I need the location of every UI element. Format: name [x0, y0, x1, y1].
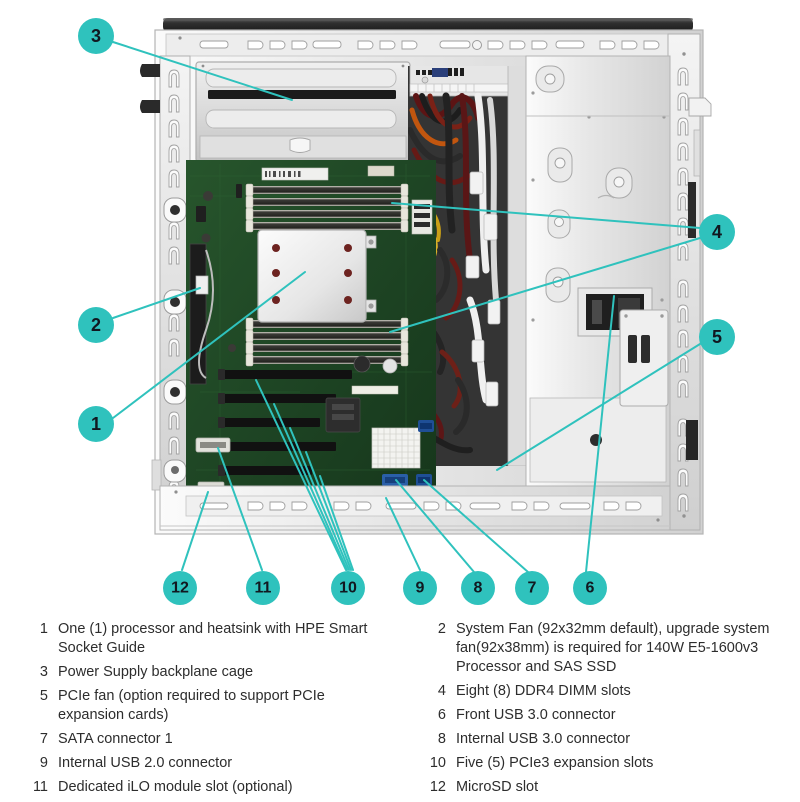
server-interior-figure: 3 2 1 4 5 [78, 18, 735, 605]
legend-item-5: 5 PCIe fan (option required to support P… [14, 687, 384, 725]
leader-9 [385, 497, 421, 571]
legend-item-9: 9 Internal USB 2.0 connector [14, 754, 384, 773]
callout-7[interactable]: 7 [515, 571, 549, 605]
callout-5[interactable]: 5 [699, 319, 735, 355]
callout-11-label: 11 [255, 580, 272, 597]
legend-number: 3 [39, 664, 48, 680]
callout-6-label: 6 [586, 580, 595, 597]
callout-3-label: 3 [91, 26, 101, 46]
legend-number: 6 [437, 707, 446, 723]
leader-11 [217, 447, 263, 571]
leader-4b [389, 237, 701, 333]
legend-description: Five (5) PCIe3 expansion slots [455, 755, 654, 771]
pcie-fan [619, 309, 669, 407]
legend-description: Dedicated iLO module slot (optional) [58, 779, 293, 795]
callout-9-label: 9 [416, 580, 425, 597]
legend-description: Eight (8) DDR4 DIMM slots [455, 683, 631, 699]
legend-item-11: 11 Dedicated iLO module slot (optional) [14, 778, 384, 797]
legend-number: 2 [437, 621, 446, 637]
callout-leader-lines [112, 41, 701, 573]
callout-5-label: 5 [712, 327, 722, 347]
legend-item-10: 10 Five (5) PCIe3 expansion slots [412, 754, 780, 773]
bga-grid-pad [371, 427, 421, 469]
legend-number: 11 [32, 779, 48, 795]
leader-10c [289, 427, 350, 571]
legend-description: Power Supply backplane cage [58, 664, 254, 680]
drive-cage-panel [525, 55, 671, 487]
callout-10-label: 10 [339, 580, 357, 597]
system-fan-wall [189, 243, 214, 385]
leader-10e [319, 475, 354, 571]
callout-2-label: 2 [91, 315, 101, 335]
ddr4-dimm-slots [245, 183, 409, 367]
leader-3 [112, 41, 293, 101]
legend-description: Front USB 3.0 connector [455, 707, 616, 723]
callout-8[interactable]: 8 [461, 571, 495, 605]
power-supply-backplane-cage [195, 61, 411, 163]
callout-12[interactable]: 12 [163, 571, 197, 605]
callout-1[interactable]: 1 [78, 406, 114, 442]
leader-7 [423, 479, 529, 573]
callout-6[interactable]: 6 [573, 571, 607, 605]
callout-10[interactable]: 10 [331, 571, 365, 605]
legend-number: 12 [429, 779, 446, 795]
leader-10d [305, 451, 352, 571]
callout-2[interactable]: 2 [78, 307, 114, 343]
chassis-right-rail [667, 33, 712, 531]
leader-5 [496, 343, 701, 471]
leader-10a [255, 379, 347, 571]
callout-8-label: 8 [474, 580, 483, 597]
system-board [186, 160, 436, 516]
legend-number: 9 [39, 755, 48, 771]
leader-8 [395, 479, 475, 573]
legend-item-1: 1 One (1) processor and heatsink with HP… [14, 620, 384, 658]
legend-number: 10 [429, 755, 446, 771]
legend-item-3: 3 Power Supply backplane cage [14, 663, 384, 682]
legend-item-6: 6 Front USB 3.0 connector [412, 706, 780, 725]
legend-item-8: 8 Internal USB 3.0 connector [412, 730, 780, 749]
callout-11[interactable]: 11 [246, 571, 280, 605]
chassis-top-bezel [163, 18, 693, 32]
callout-legend: 1 One (1) processor and heatsink with HP… [0, 612, 800, 800]
callout-3[interactable]: 3 [78, 18, 114, 54]
chassis-top-vent-band [165, 33, 693, 57]
leader-2 [112, 287, 201, 319]
leader-6 [585, 295, 615, 573]
legend-number: 7 [39, 731, 48, 747]
legend-description: Internal USB 3.0 connector [455, 731, 631, 747]
legend-description: System Fan (92x32mm default), upgrade sy… [455, 621, 770, 675]
legend-column-even: 2 System Fan (92x32mm default), upgrade … [400, 620, 790, 802]
callout-bubbles: 3 2 1 4 5 [78, 18, 735, 605]
legend-description: One (1) processor and heatsink with HPE … [58, 621, 368, 656]
server-chassis [140, 18, 712, 535]
legend-item-2: 2 System Fan (92x32mm default), upgrade … [412, 620, 780, 677]
legend-number: 4 [437, 683, 446, 699]
legend-item-4: 4 Eight (8) DDR4 DIMM slots [412, 682, 780, 701]
leader-4a [391, 202, 701, 229]
legend-description: PCIe fan (option required to support PCI… [58, 688, 325, 723]
callout-4[interactable]: 4 [699, 214, 735, 250]
legend-description: SATA connector 1 [58, 731, 173, 747]
legend-column-odd: 1 One (1) processor and heatsink with HP… [10, 620, 400, 802]
callout-12-label: 12 [171, 580, 189, 597]
callout-4-label: 4 [712, 222, 722, 242]
callout-9[interactable]: 9 [403, 571, 437, 605]
ilo-module-slot [195, 437, 231, 453]
legend-number: 1 [39, 621, 48, 637]
legend-item-12: 12 MicroSD slot [412, 778, 780, 797]
legend-item-7: 7 SATA connector 1 [14, 730, 384, 749]
callout-1-label: 1 [91, 414, 101, 434]
leader-1 [112, 271, 306, 419]
leader-12 [181, 491, 209, 571]
psu-cable-bay [408, 66, 526, 466]
callout-7-label: 7 [528, 580, 537, 597]
legend-description: MicroSD slot [455, 779, 539, 795]
server-photo-svg: 3 2 1 4 5 [78, 18, 735, 605]
legend-number: 5 [39, 688, 48, 704]
legend-description: Internal USB 2.0 connector [58, 755, 233, 771]
processor-heatsink [257, 229, 377, 323]
leader-10b [273, 403, 348, 571]
legend-number: 8 [437, 731, 446, 747]
